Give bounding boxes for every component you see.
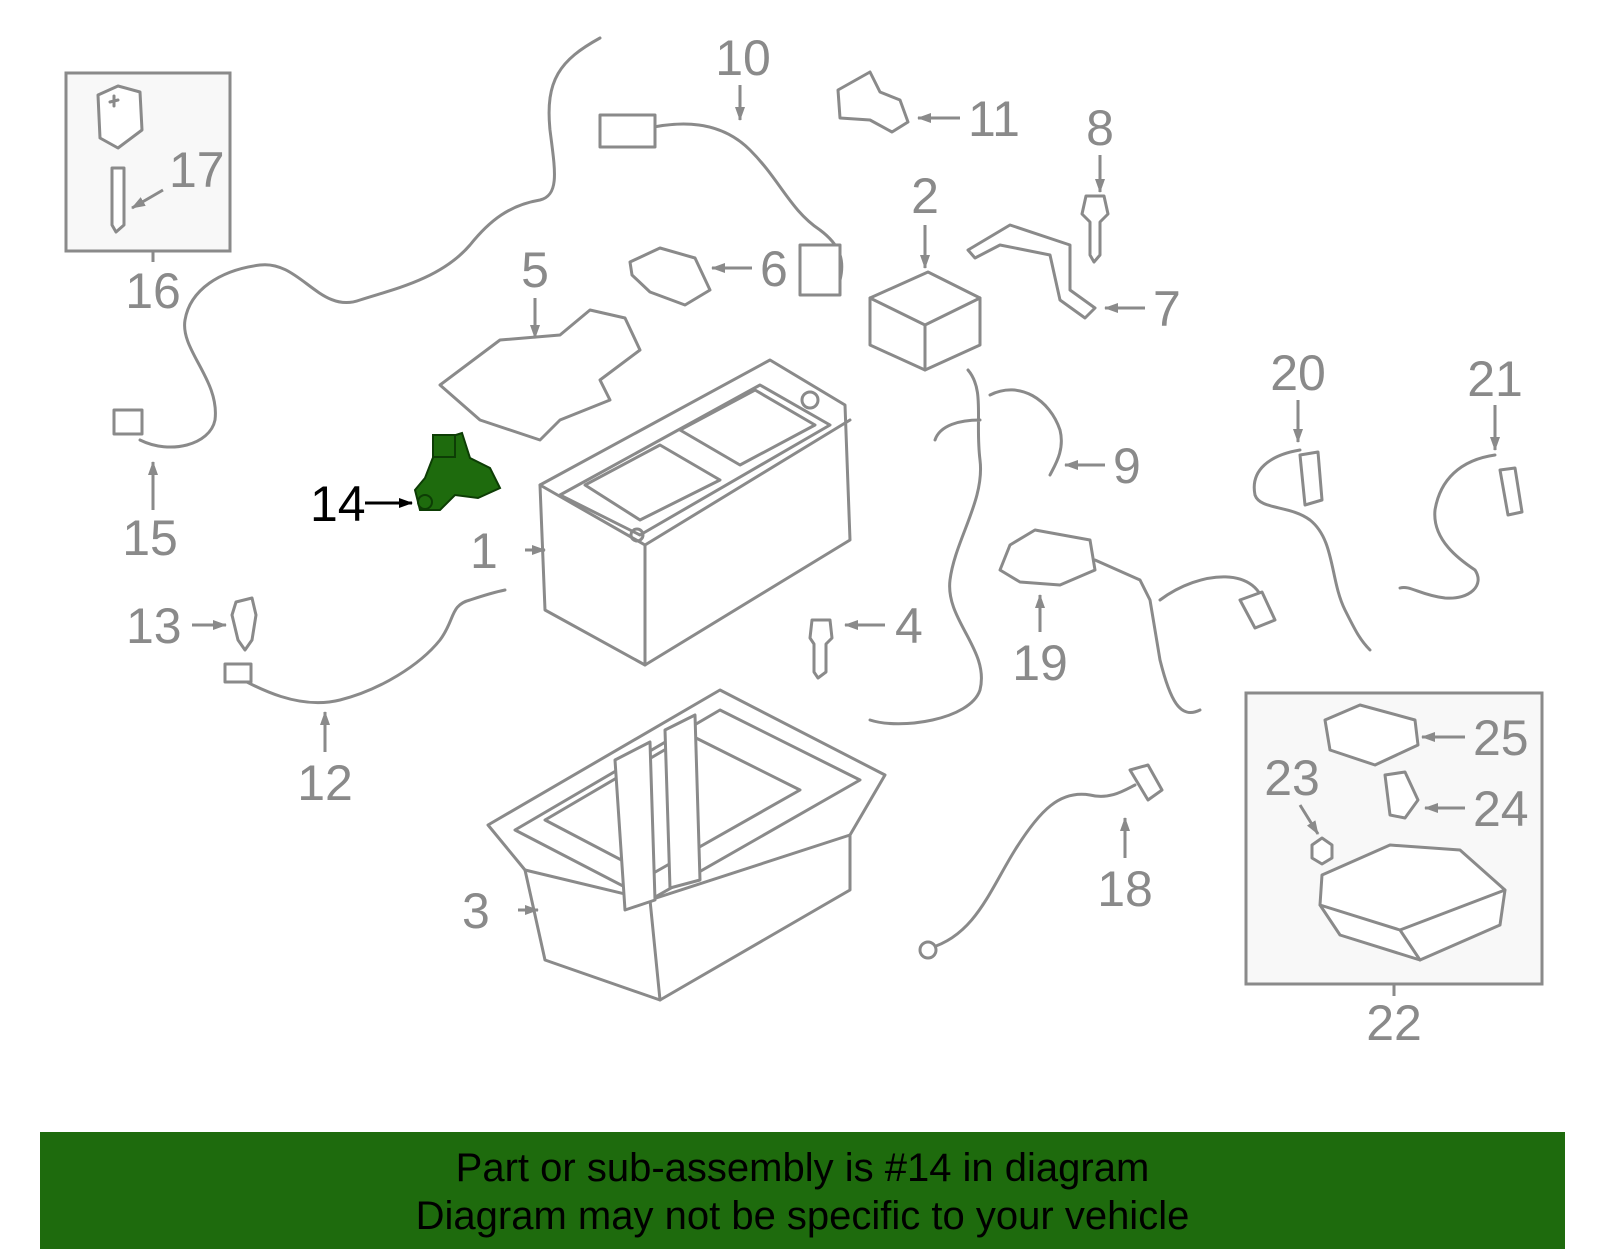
cable-15 (138, 36, 602, 449)
callout-16: 16 (125, 263, 181, 319)
callout-21: 21 (1467, 351, 1523, 407)
callout-8: 8 (1086, 100, 1114, 156)
part-7-bracket (966, 223, 1097, 320)
cable-20-terminal (1298, 450, 1324, 507)
part-6 (628, 246, 712, 307)
callout-17: 17 (169, 142, 225, 198)
callout-19: 19 (1012, 635, 1068, 691)
banner-line-2: Diagram may not be specific to your vehi… (415, 1194, 1190, 1238)
callout-15: 15 (122, 510, 178, 566)
callout-14: 14 (310, 476, 366, 532)
part-2-module (868, 270, 982, 372)
cable-18-terminal (1128, 763, 1164, 802)
callout-25: 25 (1473, 710, 1529, 766)
callout-5: 5 (521, 242, 549, 298)
callout-20: 20 (1270, 345, 1326, 401)
part-5-cover (438, 308, 642, 442)
leader-lines (131, 85, 1500, 996)
callout-11: 11 (968, 91, 1020, 147)
part-13 (230, 596, 258, 652)
strap-12 (226, 588, 507, 705)
callout-13: 13 (126, 598, 182, 654)
callout-3: 3 (462, 883, 490, 939)
callout-1: 1 (470, 523, 498, 579)
cable-21 (1398, 453, 1497, 600)
callout-6: 6 (760, 241, 788, 297)
cable-18-eyelet (918, 940, 938, 960)
banner-line-1: Part or sub-assembly is #14 in diagram (455, 1146, 1150, 1190)
part-19 (998, 528, 1277, 714)
cable-18 (928, 783, 1137, 950)
harness-10-connector (598, 113, 657, 149)
callout-18: 18 (1097, 861, 1153, 917)
callout-22: 22 (1366, 995, 1422, 1051)
box-22 (1244, 691, 1544, 986)
tray-3 (486, 688, 887, 1002)
callout-2: 2 (911, 168, 939, 224)
callout-7: 7 (1153, 281, 1181, 337)
callout-4: 4 (895, 598, 923, 654)
battery-1 (538, 358, 852, 667)
part-11 (836, 70, 910, 134)
callout-23: 23 (1264, 750, 1320, 806)
cable-20 (1252, 448, 1372, 652)
cable-21-terminal (1498, 466, 1524, 517)
callout-10: 10 (715, 30, 771, 86)
part-8-bolt (1080, 194, 1110, 264)
callout-12: 12 (297, 755, 353, 811)
callout-24: 24 (1473, 781, 1529, 837)
harness-9 (868, 368, 1063, 726)
strap-12-left-end (223, 662, 253, 684)
part-14-highlighted (413, 431, 502, 511)
part-4-bolt (808, 618, 834, 680)
info-banner: Part or sub-assembly is #14 in diagram D… (40, 1132, 1565, 1249)
harness-10-end (798, 243, 842, 297)
box-16 (64, 71, 232, 253)
callout-9: 9 (1113, 438, 1141, 494)
cable-15-terminal (112, 408, 144, 436)
